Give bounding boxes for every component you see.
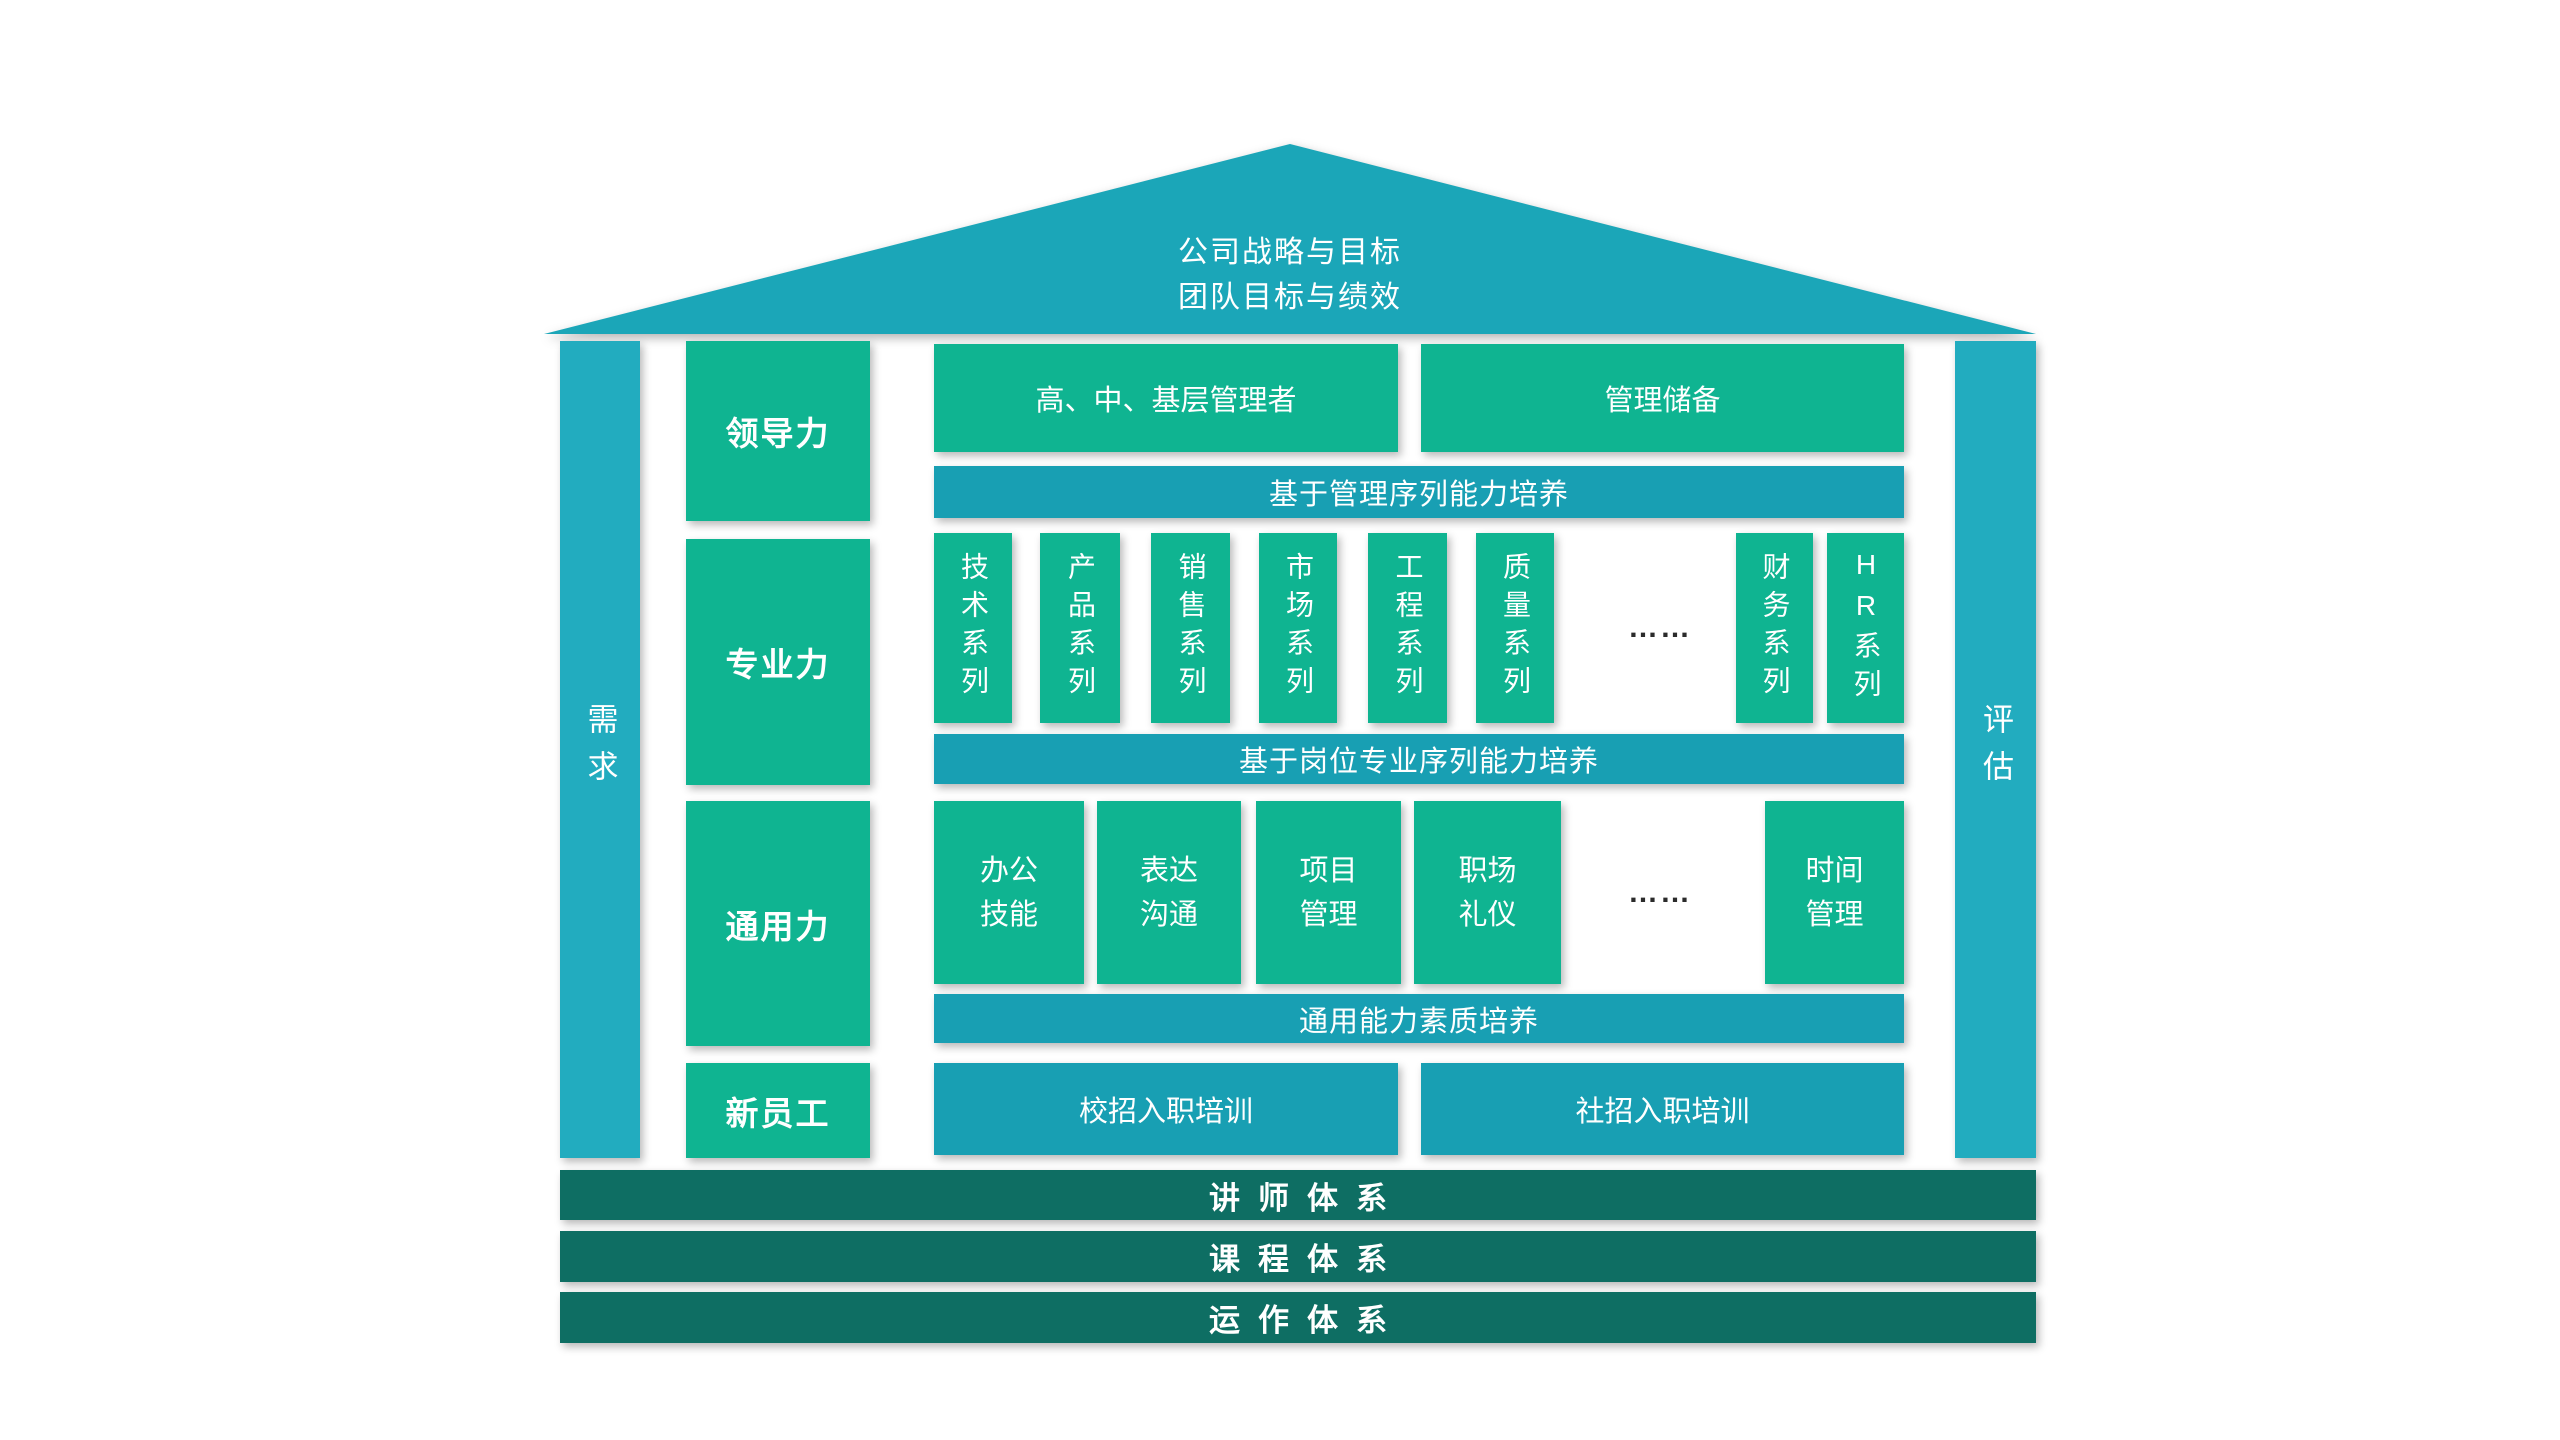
- box-sales-series: 销售系列: [1151, 533, 1230, 723]
- roof-title-line-1: 公司战略与目标: [1178, 236, 1402, 269]
- footer-bar-instructor-system: 讲师体系: [560, 1170, 2036, 1220]
- box-tech-series: 技术系列: [934, 533, 1012, 723]
- box-engineering-series: 工程系列: [1368, 533, 1447, 723]
- ellipsis-professional: ……: [1628, 611, 1692, 644]
- pillar-demand: 需求: [560, 341, 640, 1158]
- category-general: 通用力: [686, 801, 870, 1046]
- box-product-series: 产品系列: [1040, 533, 1120, 723]
- footer-bar-operation-system: 运作体系: [560, 1292, 2036, 1343]
- box-market-series: 市场系列: [1259, 533, 1337, 723]
- box-quality-series: 质量系列: [1476, 533, 1554, 723]
- box-hr-series: HR系列: [1827, 533, 1904, 723]
- footer-bar-curriculum-system: 课程体系: [560, 1231, 2036, 1282]
- roof-triangle: [544, 144, 2036, 334]
- roof-title: 公司战略与目标 团队目标与绩效: [544, 230, 2036, 320]
- bar-management-sequence-training: 基于管理序列能力培养: [934, 466, 1904, 518]
- bar-general-ability-training: 通用能力素质培养: [934, 994, 1904, 1043]
- box-social-onboarding: 社招入职培训: [1421, 1063, 1904, 1155]
- box-communication: 表达 沟通: [1097, 801, 1241, 984]
- pillar-evaluation-label: 评估: [1978, 702, 2013, 797]
- box-campus-onboarding: 校招入职培训: [934, 1063, 1398, 1155]
- box-management-reserve: 管理储备: [1421, 344, 1904, 452]
- box-project-management: 项目 管理: [1256, 801, 1401, 984]
- pillar-demand-label: 需求: [582, 702, 618, 797]
- category-leadership: 领导力: [686, 341, 870, 521]
- box-finance-series: 财务系列: [1736, 533, 1813, 723]
- box-workplace-etiquette: 职场 礼仪: [1414, 801, 1561, 984]
- category-new-employee: 新员工: [686, 1063, 870, 1158]
- ellipsis-general: ……: [1628, 875, 1692, 909]
- bar-position-professional-training: 基于岗位专业序列能力培养: [934, 734, 1904, 784]
- pillar-evaluation: 评估: [1955, 341, 2036, 1158]
- box-office-skills: 办公 技能: [934, 801, 1084, 984]
- box-time-management: 时间 管理: [1765, 801, 1904, 984]
- box-managers: 高、中、基层管理者: [934, 344, 1398, 452]
- category-professional: 专业力: [686, 539, 870, 785]
- roof-title-line-2: 团队目标与绩效: [1178, 281, 1402, 314]
